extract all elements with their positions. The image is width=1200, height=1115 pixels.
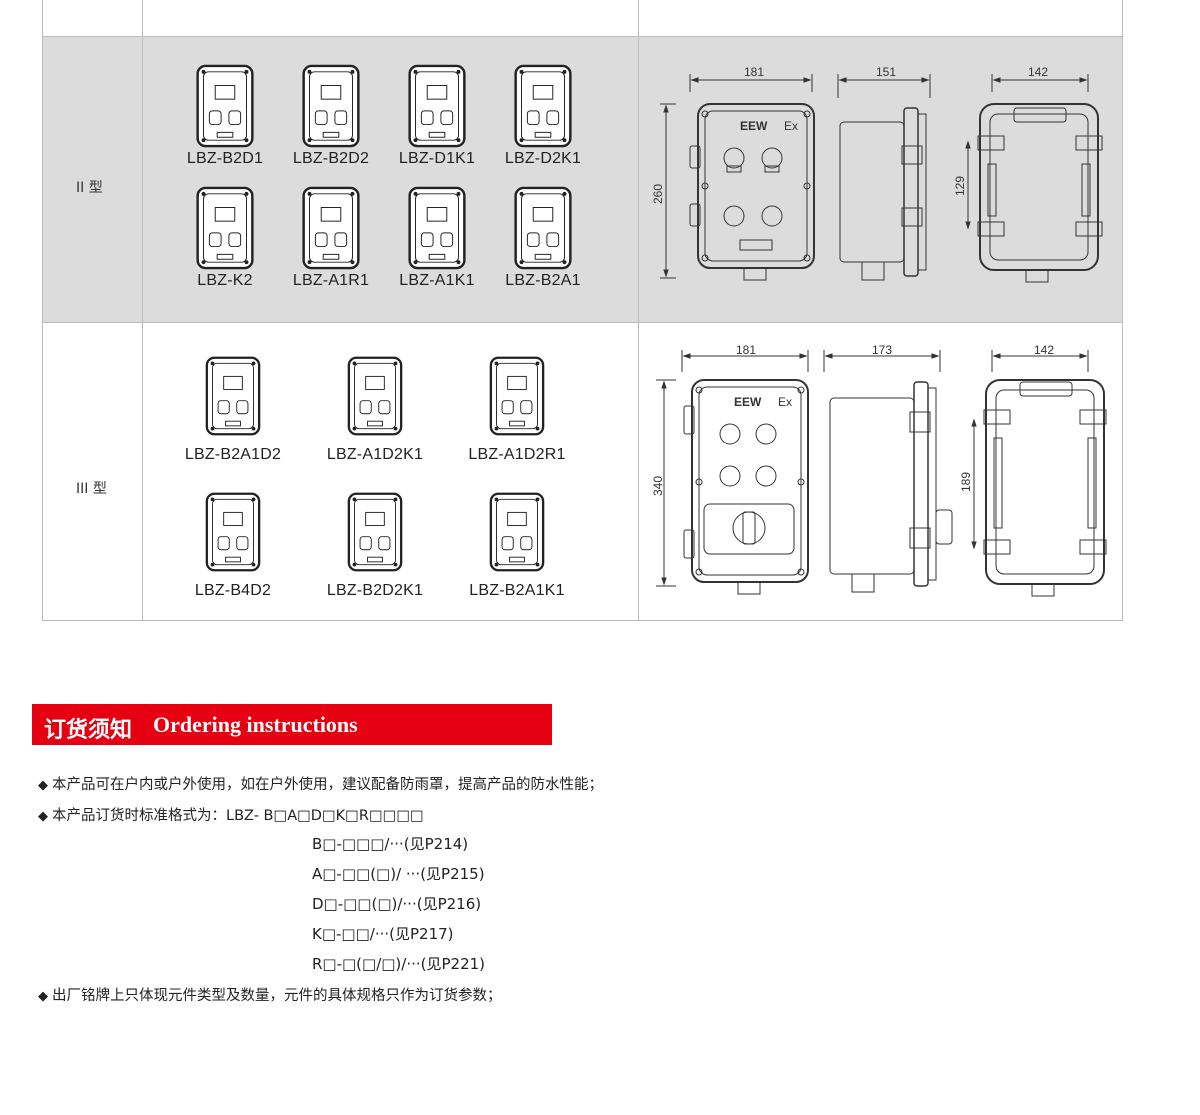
format-line: B□-□□□/···(见P214) <box>312 835 469 853</box>
format-line: A□-□□(□)/ ···(见P215) <box>312 865 485 883</box>
model-lbz-b4d2: LBZ-B4D2 <box>162 484 304 600</box>
dim-height: 260 <box>652 184 665 204</box>
ordering-bullet: ◆出厂铭牌上只体现元件类型及数量，元件的具体规格只作为订货参数； <box>38 988 502 1004</box>
model-lbz-d2k1: LBZ-D2K1 <box>490 64 596 168</box>
enclosure-icon <box>514 186 572 270</box>
enclosure-icon <box>205 492 261 572</box>
model-label: LBZ-D2K1 <box>504 150 582 167</box>
model-label: LBZ-A1R1 <box>292 272 370 289</box>
ordering-title-en: Ordering instructions <box>153 712 358 737</box>
enclosure-icon <box>196 186 254 270</box>
model-lbz-b2d2k1: LBZ-B2D2K1 <box>304 484 446 600</box>
ordering-banner: 订货须知 Ordering instructions <box>32 704 552 745</box>
dim-front-width: 181 <box>736 343 756 357</box>
ordering-bullet: ◆本产品可在户内或户外使用，如在户外使用，建议配备防雨罩，提高产品的防水性能； <box>38 777 603 793</box>
enclosure-icon <box>196 64 254 148</box>
ex-mark: Ex <box>778 395 792 409</box>
model-label: LBZ-D1K1 <box>398 150 476 167</box>
ordering-title-cn: 订货须知 <box>44 717 133 742</box>
enclosure-icon <box>489 492 545 572</box>
model-label: LBZ-A1K1 <box>399 272 475 289</box>
model-lbz-b2d2: LBZ-B2D2 <box>278 64 384 168</box>
type-label-iii: III 型 <box>76 481 107 497</box>
model-lbz-k2: LBZ-K2 <box>172 186 278 290</box>
diamond-bullet-icon: ◆ <box>38 778 48 793</box>
dim-mount-height: 189 <box>959 472 973 492</box>
format-line: R□-□(□/□)/···(见P221) <box>312 955 486 973</box>
model-label: LBZ-B2D2K1 <box>326 582 424 599</box>
model-lbz-b2a1k1: LBZ-B2A1K1 <box>446 484 588 600</box>
dim-side-width: 173 <box>872 343 892 357</box>
model-label: LBZ-B2A1K1 <box>469 582 565 599</box>
grid-line <box>42 0 43 621</box>
model-label: LBZ-A1D2K1 <box>326 446 424 463</box>
model-label: LBZ-A1D2R1 <box>468 446 566 463</box>
grid-line <box>42 322 1123 323</box>
model-lbz-a1r1: LBZ-A1R1 <box>278 186 384 290</box>
dim-height: 340 <box>652 476 665 496</box>
model-lbz-b2a1d2: LBZ-B2A1D2 <box>162 348 304 464</box>
enclosure-icon <box>408 186 466 270</box>
dimension-drawing-iii: 181 173 142 340 189 EEW Ex <box>652 343 1107 597</box>
model-label: LBZ-B2A1 <box>505 272 581 289</box>
dim-back-width: 142 <box>1028 65 1048 79</box>
grid-line <box>1122 0 1123 621</box>
enclosure-icon <box>347 492 403 572</box>
enclosure-icon <box>347 356 403 436</box>
model-lbz-b2a1: LBZ-B2A1 <box>490 186 596 290</box>
model-lbz-a1d2k1: LBZ-A1D2K1 <box>304 348 446 464</box>
grid-line <box>638 0 639 621</box>
grid-line <box>42 620 1123 621</box>
brand-mark: EEW <box>734 395 762 409</box>
model-label: LBZ-B4D2 <box>194 582 272 599</box>
grid-line <box>42 36 1123 37</box>
model-label: LBZ-K2 <box>197 272 253 289</box>
enclosure-icon <box>514 64 572 148</box>
enclosure-icon <box>302 64 360 148</box>
dim-back-width: 142 <box>1034 343 1054 357</box>
dim-mount-height: 129 <box>953 176 967 196</box>
ordering-bullet: ◆本产品订货时标准格式为：LBZ- B□A□D□K□R□□□□ <box>38 808 424 824</box>
model-label: LBZ-B2D2 <box>292 150 370 167</box>
dimension-drawing-ii: 181 151 142 260 129 EEW Ex <box>652 65 1103 283</box>
diamond-bullet-icon: ◆ <box>38 809 48 824</box>
format-line: D□-□□(□)/···(见P216) <box>312 895 482 913</box>
model-label: LBZ-B2A1D2 <box>184 446 282 463</box>
ex-mark: Ex <box>784 119 798 133</box>
model-lbz-a1k1: LBZ-A1K1 <box>384 186 490 290</box>
model-label: LBZ-B2D1 <box>186 150 264 167</box>
enclosure-icon <box>205 356 261 436</box>
format-line: K□-□□/···(见P217) <box>312 925 454 943</box>
grid-line <box>142 0 143 621</box>
enclosure-icon <box>489 356 545 436</box>
model-lbz-a1d2r1: LBZ-A1D2R1 <box>446 348 588 464</box>
enclosure-icon <box>302 186 360 270</box>
model-lbz-b2d1: LBZ-B2D1 <box>172 64 278 168</box>
dim-front-width: 181 <box>744 65 764 79</box>
dim-side-width: 151 <box>876 65 896 79</box>
type-label-ii: II 型 <box>76 180 103 196</box>
diamond-bullet-icon: ◆ <box>38 989 48 1004</box>
enclosure-icon <box>408 64 466 148</box>
brand-mark: EEW <box>740 119 768 133</box>
model-lbz-d1k1: LBZ-D1K1 <box>384 64 490 168</box>
